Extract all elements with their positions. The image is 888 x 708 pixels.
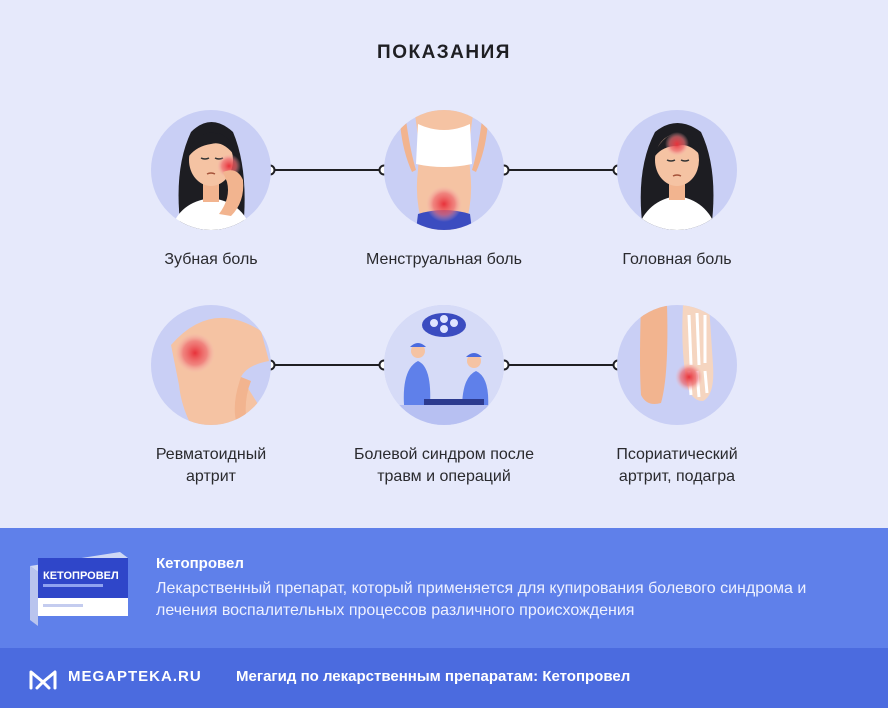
surgery-illustration [384,305,504,425]
product-description: Лекарственный препарат, который применяе… [156,580,807,619]
product-info-band [0,528,888,648]
indication-label-psoriatic: Псориатический артрит, подагра [616,446,738,485]
psoriatic-arthritis-illustration [617,305,737,425]
product-box-image: КЕТОПРОВЕЛ [30,552,128,626]
toothache-illustration [151,110,271,230]
indications-section: ПОКАЗАНИЯ [151,42,738,485]
connector-line [498,359,624,371]
page-title: ПОКАЗАНИЯ [377,42,511,63]
connector-line [264,164,390,176]
product-box-brand: КЕТОПРОВЕЛ [43,570,119,582]
connector-line [264,359,390,371]
product-name: Кетопровел [156,555,244,572]
headache-illustration [617,110,737,230]
indication-label-rheumatoid: Ревматоидный артрит [155,446,267,485]
indication-label-toothache: Зубная боль [164,251,258,268]
indication-label-menstrual: Менструальная боль [366,251,522,268]
menstrual-pain-illustration [384,110,504,230]
megapteka-logo-icon[interactable] [28,666,58,692]
rheumatoid-arthritis-illustration [151,305,271,425]
indication-label-headache: Головная боль [622,251,732,268]
indication-label-trauma: Болевой синдром после травм и операций [353,446,535,485]
footer-text: Мегагид по лекарственным препаратам: Кет… [236,668,631,685]
connector-line [498,164,624,176]
footer-brand[interactable]: MEGAPTEKA.RU [68,668,202,685]
footer-bar [0,648,888,708]
